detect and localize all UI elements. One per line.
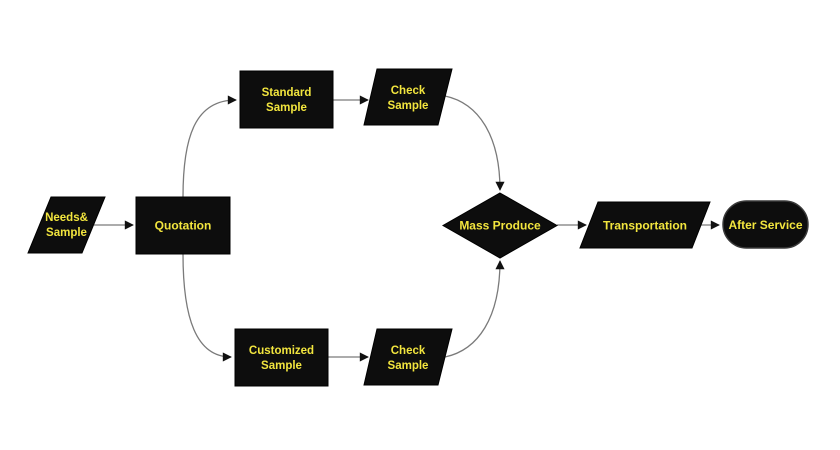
edge-quotation-to-customized-sample bbox=[182, 253, 232, 362]
standard-sample-label-line2: Sample bbox=[266, 102, 307, 114]
node-check-sample-customized: Check Sample bbox=[363, 328, 453, 386]
transportation-parallelogram bbox=[579, 201, 711, 249]
nodes-layer: Needs& Sample Quotation Standard Sample … bbox=[27, 68, 809, 387]
needs-sample-parallelogram bbox=[27, 196, 106, 254]
standard-sample-rectangle bbox=[239, 70, 334, 129]
quotation-rectangle bbox=[135, 196, 231, 255]
customized-sample-label-line1: Customized bbox=[249, 345, 314, 357]
needs-sample-label-line1: Needs& bbox=[45, 212, 88, 224]
customized-sample-label-line2: Sample bbox=[261, 360, 302, 372]
check-sample-standard-parallelogram bbox=[363, 68, 453, 126]
edge-check-sample-customized-to-mass-produce bbox=[444, 260, 505, 358]
edge-check-sample-standard-to-mass-produce bbox=[444, 95, 505, 191]
node-customized-sample: Customized Sample bbox=[234, 328, 329, 387]
node-after-service: After Service bbox=[722, 200, 809, 249]
mass-produce-label: Mass Produce bbox=[459, 219, 541, 233]
node-check-sample-standard: Check Sample bbox=[363, 68, 453, 126]
check-sample-customized-label-line1: Check bbox=[391, 345, 426, 357]
mass-produce-diamond bbox=[441, 192, 559, 259]
after-service-label: After Service bbox=[728, 218, 802, 232]
after-service-terminator bbox=[722, 200, 809, 249]
edge-quotation-to-standard-sample bbox=[182, 95, 237, 198]
check-sample-standard-label-line2: Sample bbox=[388, 100, 429, 112]
node-transportation: Transportation bbox=[579, 201, 711, 249]
node-quotation: Quotation bbox=[135, 196, 231, 255]
customized-sample-rectangle bbox=[234, 328, 329, 387]
node-needs-sample: Needs& Sample bbox=[27, 196, 106, 254]
node-standard-sample: Standard Sample bbox=[239, 70, 334, 129]
check-sample-standard-label-line1: Check bbox=[391, 85, 426, 97]
node-mass-produce: Mass Produce bbox=[441, 192, 559, 259]
standard-sample-label-line1: Standard bbox=[262, 87, 312, 99]
needs-sample-label-line2: Sample bbox=[46, 227, 87, 239]
quotation-label: Quotation bbox=[155, 219, 212, 233]
check-sample-customized-label-line2: Sample bbox=[388, 360, 429, 372]
check-sample-customized-parallelogram bbox=[363, 328, 453, 386]
transportation-label: Transportation bbox=[603, 219, 687, 233]
edges-layer bbox=[94, 95, 720, 362]
